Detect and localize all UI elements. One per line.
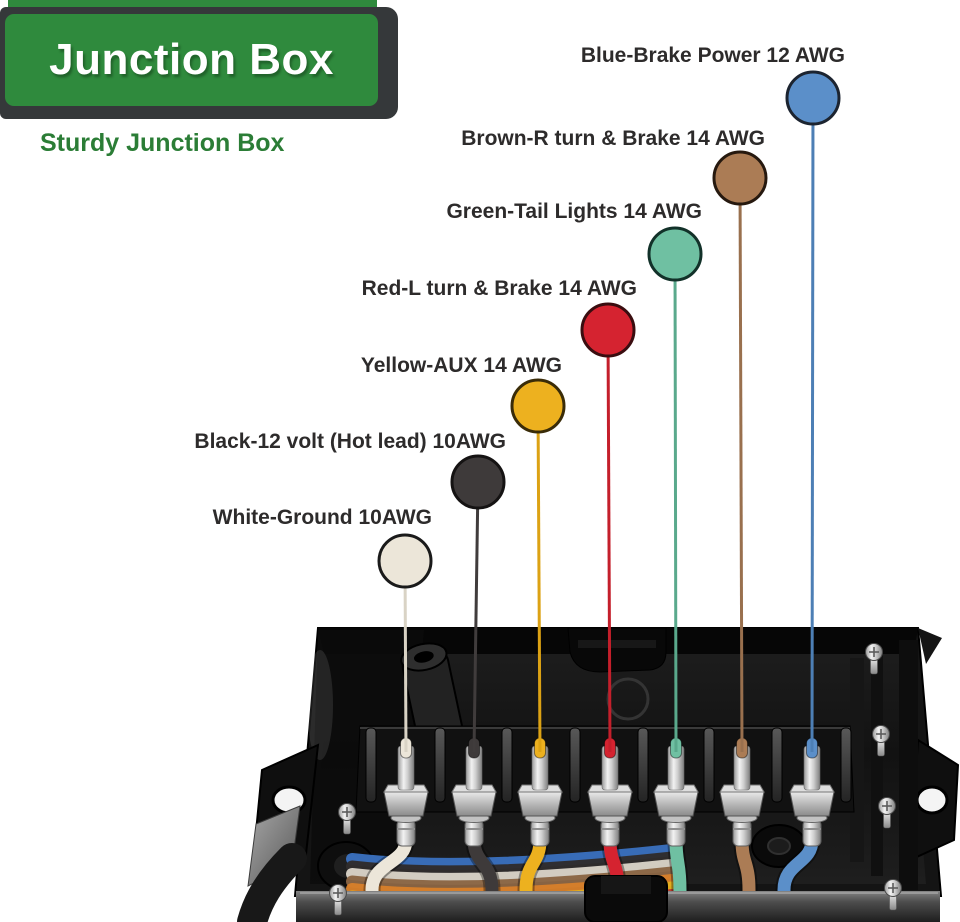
red-leader-line bbox=[606, 329, 612, 753]
screw bbox=[338, 803, 356, 835]
blue-leader-line bbox=[810, 97, 815, 753]
junction-box-front bbox=[237, 643, 940, 922]
yellow-wire-dot bbox=[510, 378, 566, 434]
red-wire-dot bbox=[580, 302, 636, 358]
white-wire-dot bbox=[377, 533, 433, 589]
terminal-dividers bbox=[365, 727, 852, 803]
screw bbox=[884, 879, 902, 911]
green-wire-dot bbox=[647, 226, 703, 282]
molded-ring bbox=[606, 677, 650, 721]
brown-wire-dot bbox=[712, 150, 768, 206]
screws bbox=[329, 643, 902, 916]
terminal-row bbox=[363, 737, 835, 922]
black-wire-dot bbox=[450, 454, 506, 510]
brown-leader-line bbox=[738, 177, 744, 753]
blue-wire-dot bbox=[785, 70, 841, 126]
screw bbox=[878, 797, 896, 829]
green-terminal bbox=[653, 737, 699, 922]
black-leader-line bbox=[472, 481, 480, 753]
white-leader-line bbox=[403, 560, 408, 753]
yellow-leader-line bbox=[536, 405, 542, 753]
screw bbox=[865, 643, 883, 675]
green-leader-line bbox=[673, 253, 678, 753]
cable-boss bbox=[400, 642, 465, 751]
wire-annotations bbox=[377, 70, 841, 753]
screw bbox=[329, 884, 347, 916]
lid-hinge-clip bbox=[567, 627, 667, 673]
screw bbox=[872, 725, 890, 757]
exit-cable bbox=[237, 843, 307, 922]
